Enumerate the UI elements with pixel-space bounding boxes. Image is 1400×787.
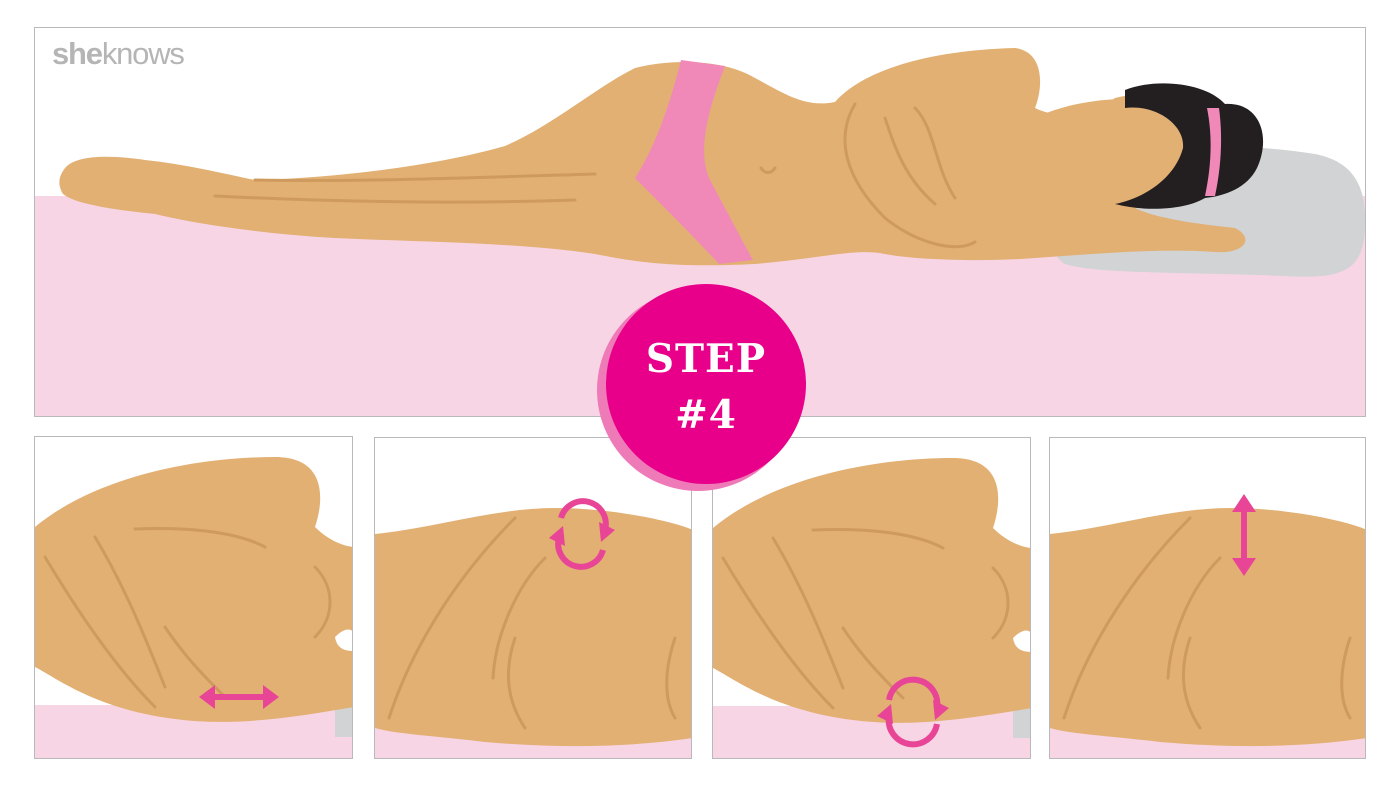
circular-arrows-icon	[885, 676, 941, 748]
gap-highlight	[1013, 630, 1030, 652]
shoulder-closeup-2	[375, 498, 691, 758]
shoulder-closeup-1	[35, 457, 352, 758]
hair	[1115, 83, 1264, 209]
shoulder-closeup-3	[713, 458, 1030, 758]
badge-disc	[606, 284, 806, 484]
badge-step-number: #4	[675, 392, 737, 438]
gap-highlight	[335, 629, 352, 651]
underwear	[635, 60, 753, 264]
torso	[375, 508, 691, 747]
circular-arrows-icon	[555, 498, 609, 570]
badge-step-label: STEP	[645, 336, 767, 382]
shoulder	[35, 457, 352, 722]
horizontal-double-arrow-icon	[199, 685, 279, 709]
step-badge: STEP #4	[597, 284, 811, 498]
detail-panel-4	[1049, 437, 1366, 759]
contour-lines	[387, 516, 677, 730]
body-contour-lines	[213, 102, 977, 249]
sheknows-logo: sheknows	[52, 36, 185, 71]
detail-panel-1	[34, 436, 353, 759]
detail-panel-3	[712, 437, 1031, 759]
torso	[1050, 508, 1365, 747]
detail-panel-2	[374, 437, 692, 759]
shoulder-closeup-4	[1050, 494, 1365, 758]
shoulder	[713, 458, 1030, 723]
face	[1028, 98, 1201, 208]
contour-lines	[721, 528, 1010, 710]
headband	[1205, 108, 1222, 196]
contour-lines	[1062, 516, 1352, 730]
contour-lines	[43, 527, 332, 709]
vertical-double-arrow-icon	[1232, 494, 1256, 576]
main-illustration-panel	[34, 27, 1366, 417]
